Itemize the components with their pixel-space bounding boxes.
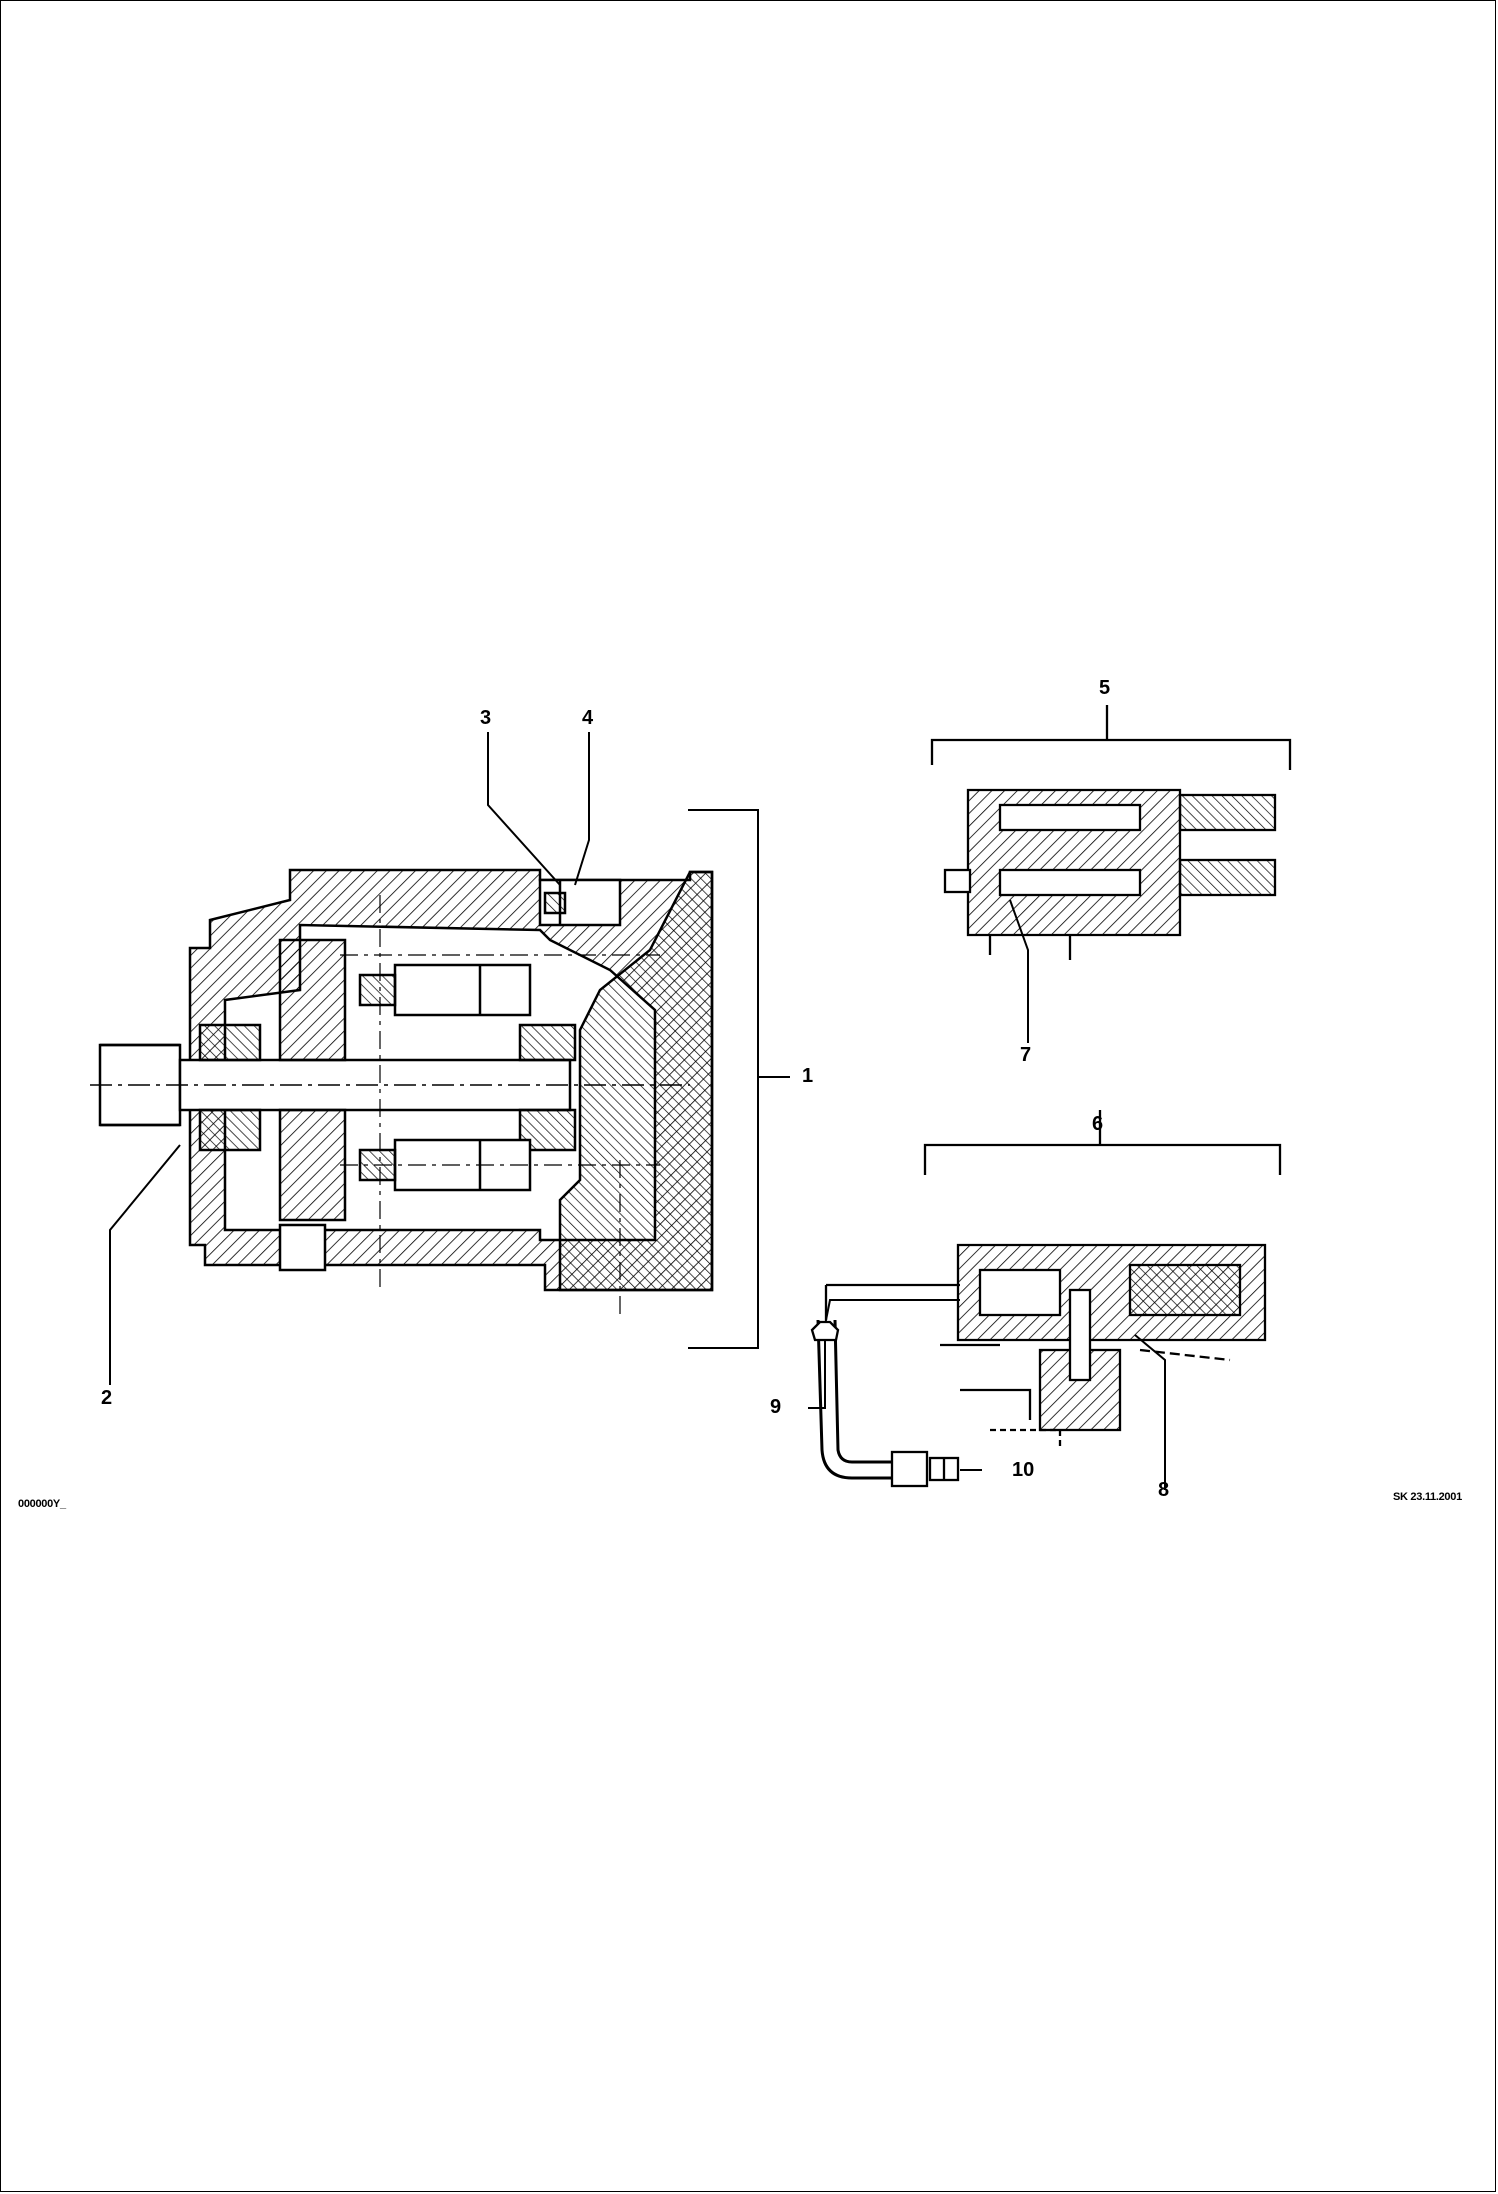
callout-6: 6 bbox=[1092, 1113, 1104, 1135]
callout-5: 5 bbox=[1099, 677, 1111, 699]
callout-8: 8 bbox=[1158, 1479, 1170, 1501]
image-code: 000000Y_ bbox=[18, 1498, 66, 1510]
callout-1: 1 bbox=[802, 1065, 814, 1087]
revision-stamp: SK 23.11.2001 bbox=[1393, 1491, 1462, 1503]
valve-block-5 bbox=[930, 705, 1292, 960]
callout-3: 3 bbox=[480, 707, 492, 729]
bracket-part-1 bbox=[688, 809, 790, 1349]
hydraulic-motor-section bbox=[90, 868, 714, 1320]
callout-4: 4 bbox=[582, 707, 594, 729]
valve-block-6 bbox=[923, 1110, 1282, 1450]
callout-10: 10 bbox=[1012, 1459, 1035, 1481]
callout-9: 9 bbox=[770, 1396, 782, 1418]
callout-2: 2 bbox=[101, 1387, 113, 1409]
pipe-assembly-9-10 bbox=[810, 1283, 960, 1488]
callout-7: 7 bbox=[1020, 1044, 1032, 1066]
